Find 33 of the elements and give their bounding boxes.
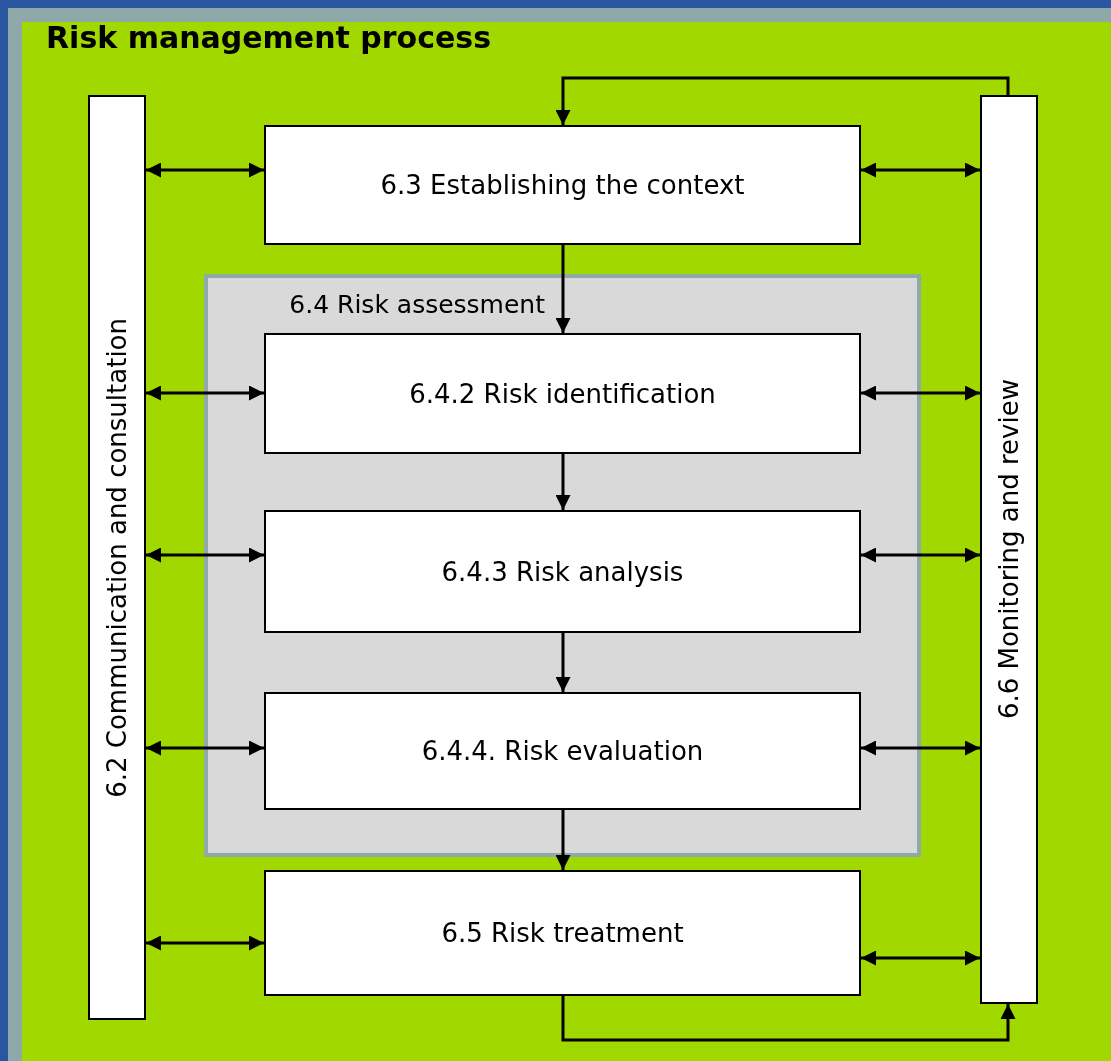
arrow: [555, 245, 571, 333]
box-label: 6.4.4. Risk evaluation: [421, 736, 704, 766]
box-label: 6.4.3 Risk analysis: [441, 556, 684, 587]
diagram-title: Risk management process: [46, 20, 492, 55]
group-panel: [204, 274, 921, 857]
arrow: [146, 385, 264, 401]
arrow: [555, 454, 571, 510]
process-box: [264, 870, 861, 996]
side-bar: [88, 95, 146, 1020]
arrow: [861, 740, 980, 756]
process-box: [264, 125, 861, 245]
process-box: [264, 692, 861, 810]
process-box: [264, 510, 861, 633]
arrow: [146, 162, 264, 178]
arrow: [555, 810, 571, 870]
arrow: [861, 950, 980, 966]
arrow: [146, 740, 264, 756]
box-label: 6.5 Risk treatment: [441, 918, 684, 948]
side-bar: [980, 95, 1038, 1004]
box-label: 6.6 Monitoring and review: [994, 379, 1024, 720]
arrow: [861, 385, 980, 401]
arrow: [861, 547, 980, 563]
arrow: [146, 547, 264, 563]
box-label: 6.3 Establishing the context: [380, 170, 745, 200]
arrow: [561, 996, 1016, 1042]
arrow: [146, 935, 264, 951]
group-title: 6.4 Risk assessment: [289, 290, 545, 319]
box-label: 6.2 Communication and consultation: [102, 317, 132, 798]
arrow: [555, 76, 1010, 125]
arrow: [555, 633, 571, 692]
arrow: [861, 162, 980, 178]
box-label: 6.4.2 Risk identification: [409, 378, 716, 409]
process-box: [264, 333, 861, 454]
